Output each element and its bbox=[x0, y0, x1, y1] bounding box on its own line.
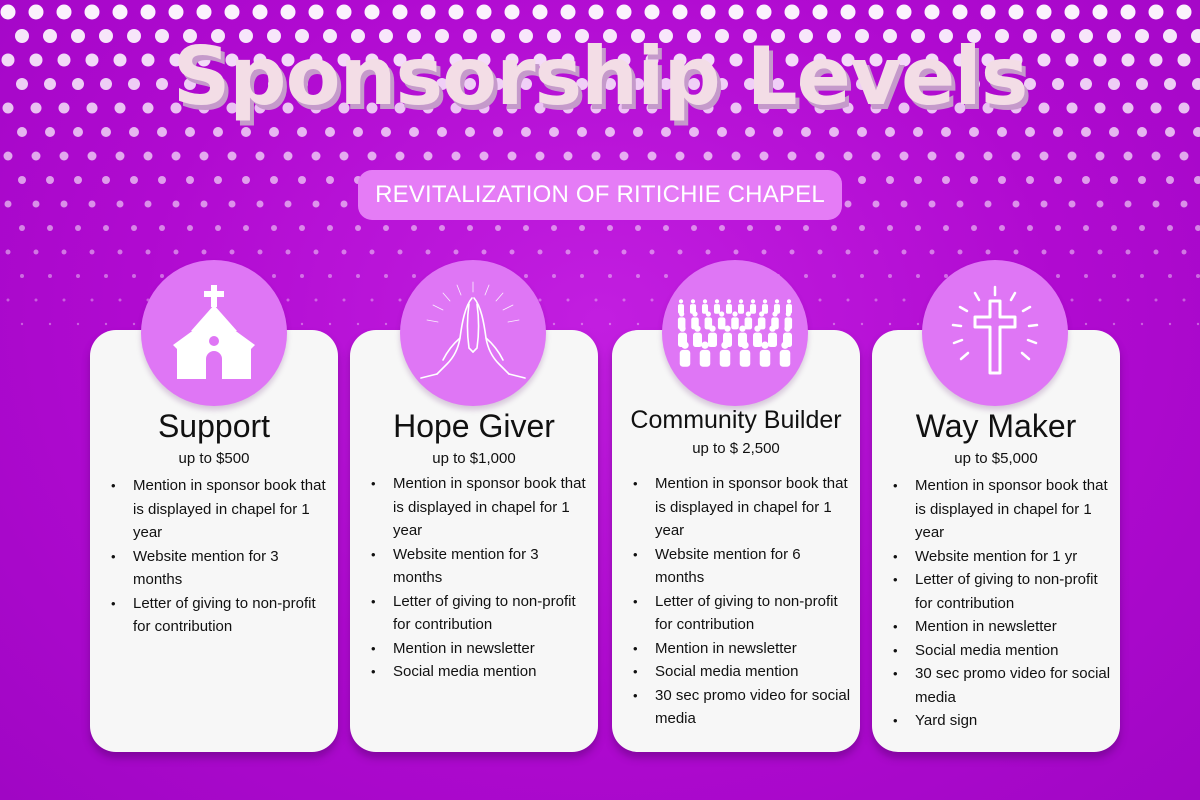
crowd-icon bbox=[662, 260, 808, 406]
benefit-item: Website mention for 3 months bbox=[108, 545, 330, 592]
chapel-icon bbox=[141, 260, 287, 406]
benefit-item: Mention in sponsor book that is displaye… bbox=[630, 472, 852, 543]
page-title: Sponsorship Levels bbox=[172, 30, 1029, 123]
benefit-item: Letter of giving to non-profit for contr… bbox=[368, 590, 590, 637]
benefit-item: Social media mention bbox=[368, 660, 590, 684]
level-name: Way Maker bbox=[915, 408, 1077, 444]
benefit-item: Website mention for 1 yr bbox=[890, 545, 1112, 569]
level-name: Support bbox=[157, 408, 271, 444]
benefit-list: Mention in sponsor book that is displaye… bbox=[630, 472, 852, 731]
benefit-list: Mention in sponsor book that is displaye… bbox=[368, 472, 590, 684]
benefit-item: Social media mention bbox=[630, 660, 852, 684]
benefit-item: Website mention for 6 months bbox=[630, 543, 852, 590]
benefit-item: Mention in sponsor book that is displaye… bbox=[108, 474, 330, 545]
level-price: up to $1,000 bbox=[432, 450, 516, 467]
benefit-item: Website mention for 3 months bbox=[368, 543, 590, 590]
benefit-item: Social media mention bbox=[890, 639, 1112, 663]
benefit-list: Mention in sponsor book that is displaye… bbox=[108, 474, 330, 639]
benefit-item: 30 sec promo video for social media bbox=[890, 662, 1112, 709]
benefit-item: Mention in newsletter bbox=[890, 615, 1112, 639]
benefit-item: Yard sign bbox=[890, 709, 1112, 733]
subtitle-badge: REVITALIZATION OF RITICHIE CHAPEL bbox=[358, 170, 842, 220]
benefit-item: Letter of giving to non-profit for contr… bbox=[890, 568, 1112, 615]
level-price: up to $5,000 bbox=[954, 450, 1038, 467]
benefit-item: Mention in newsletter bbox=[630, 637, 852, 661]
dot-pattern-background bbox=[0, 4, 1200, 326]
benefit-item: Mention in sponsor book that is displaye… bbox=[368, 472, 590, 543]
sponsor-card-hope-giver: Hope Giver up to $1,000 Mention in spons… bbox=[350, 330, 598, 752]
praying-hands-icon bbox=[400, 260, 546, 406]
benefit-item: 30 sec promo video for social media bbox=[630, 684, 852, 731]
benefit-item: Letter of giving to non-profit for contr… bbox=[630, 590, 852, 637]
radiant-cross-icon bbox=[922, 260, 1068, 406]
level-name: Community Builder bbox=[630, 406, 842, 434]
level-price: up to $500 bbox=[178, 450, 250, 467]
level-price: up to $ 2,500 bbox=[692, 440, 780, 457]
benefit-item: Letter of giving to non-profit for contr… bbox=[108, 592, 330, 639]
level-name: Hope Giver bbox=[393, 408, 555, 444]
benefit-item: Mention in sponsor book that is displaye… bbox=[890, 474, 1112, 545]
benefit-item: Mention in newsletter bbox=[368, 637, 590, 661]
benefit-list: Mention in sponsor book that is displaye… bbox=[890, 474, 1112, 733]
